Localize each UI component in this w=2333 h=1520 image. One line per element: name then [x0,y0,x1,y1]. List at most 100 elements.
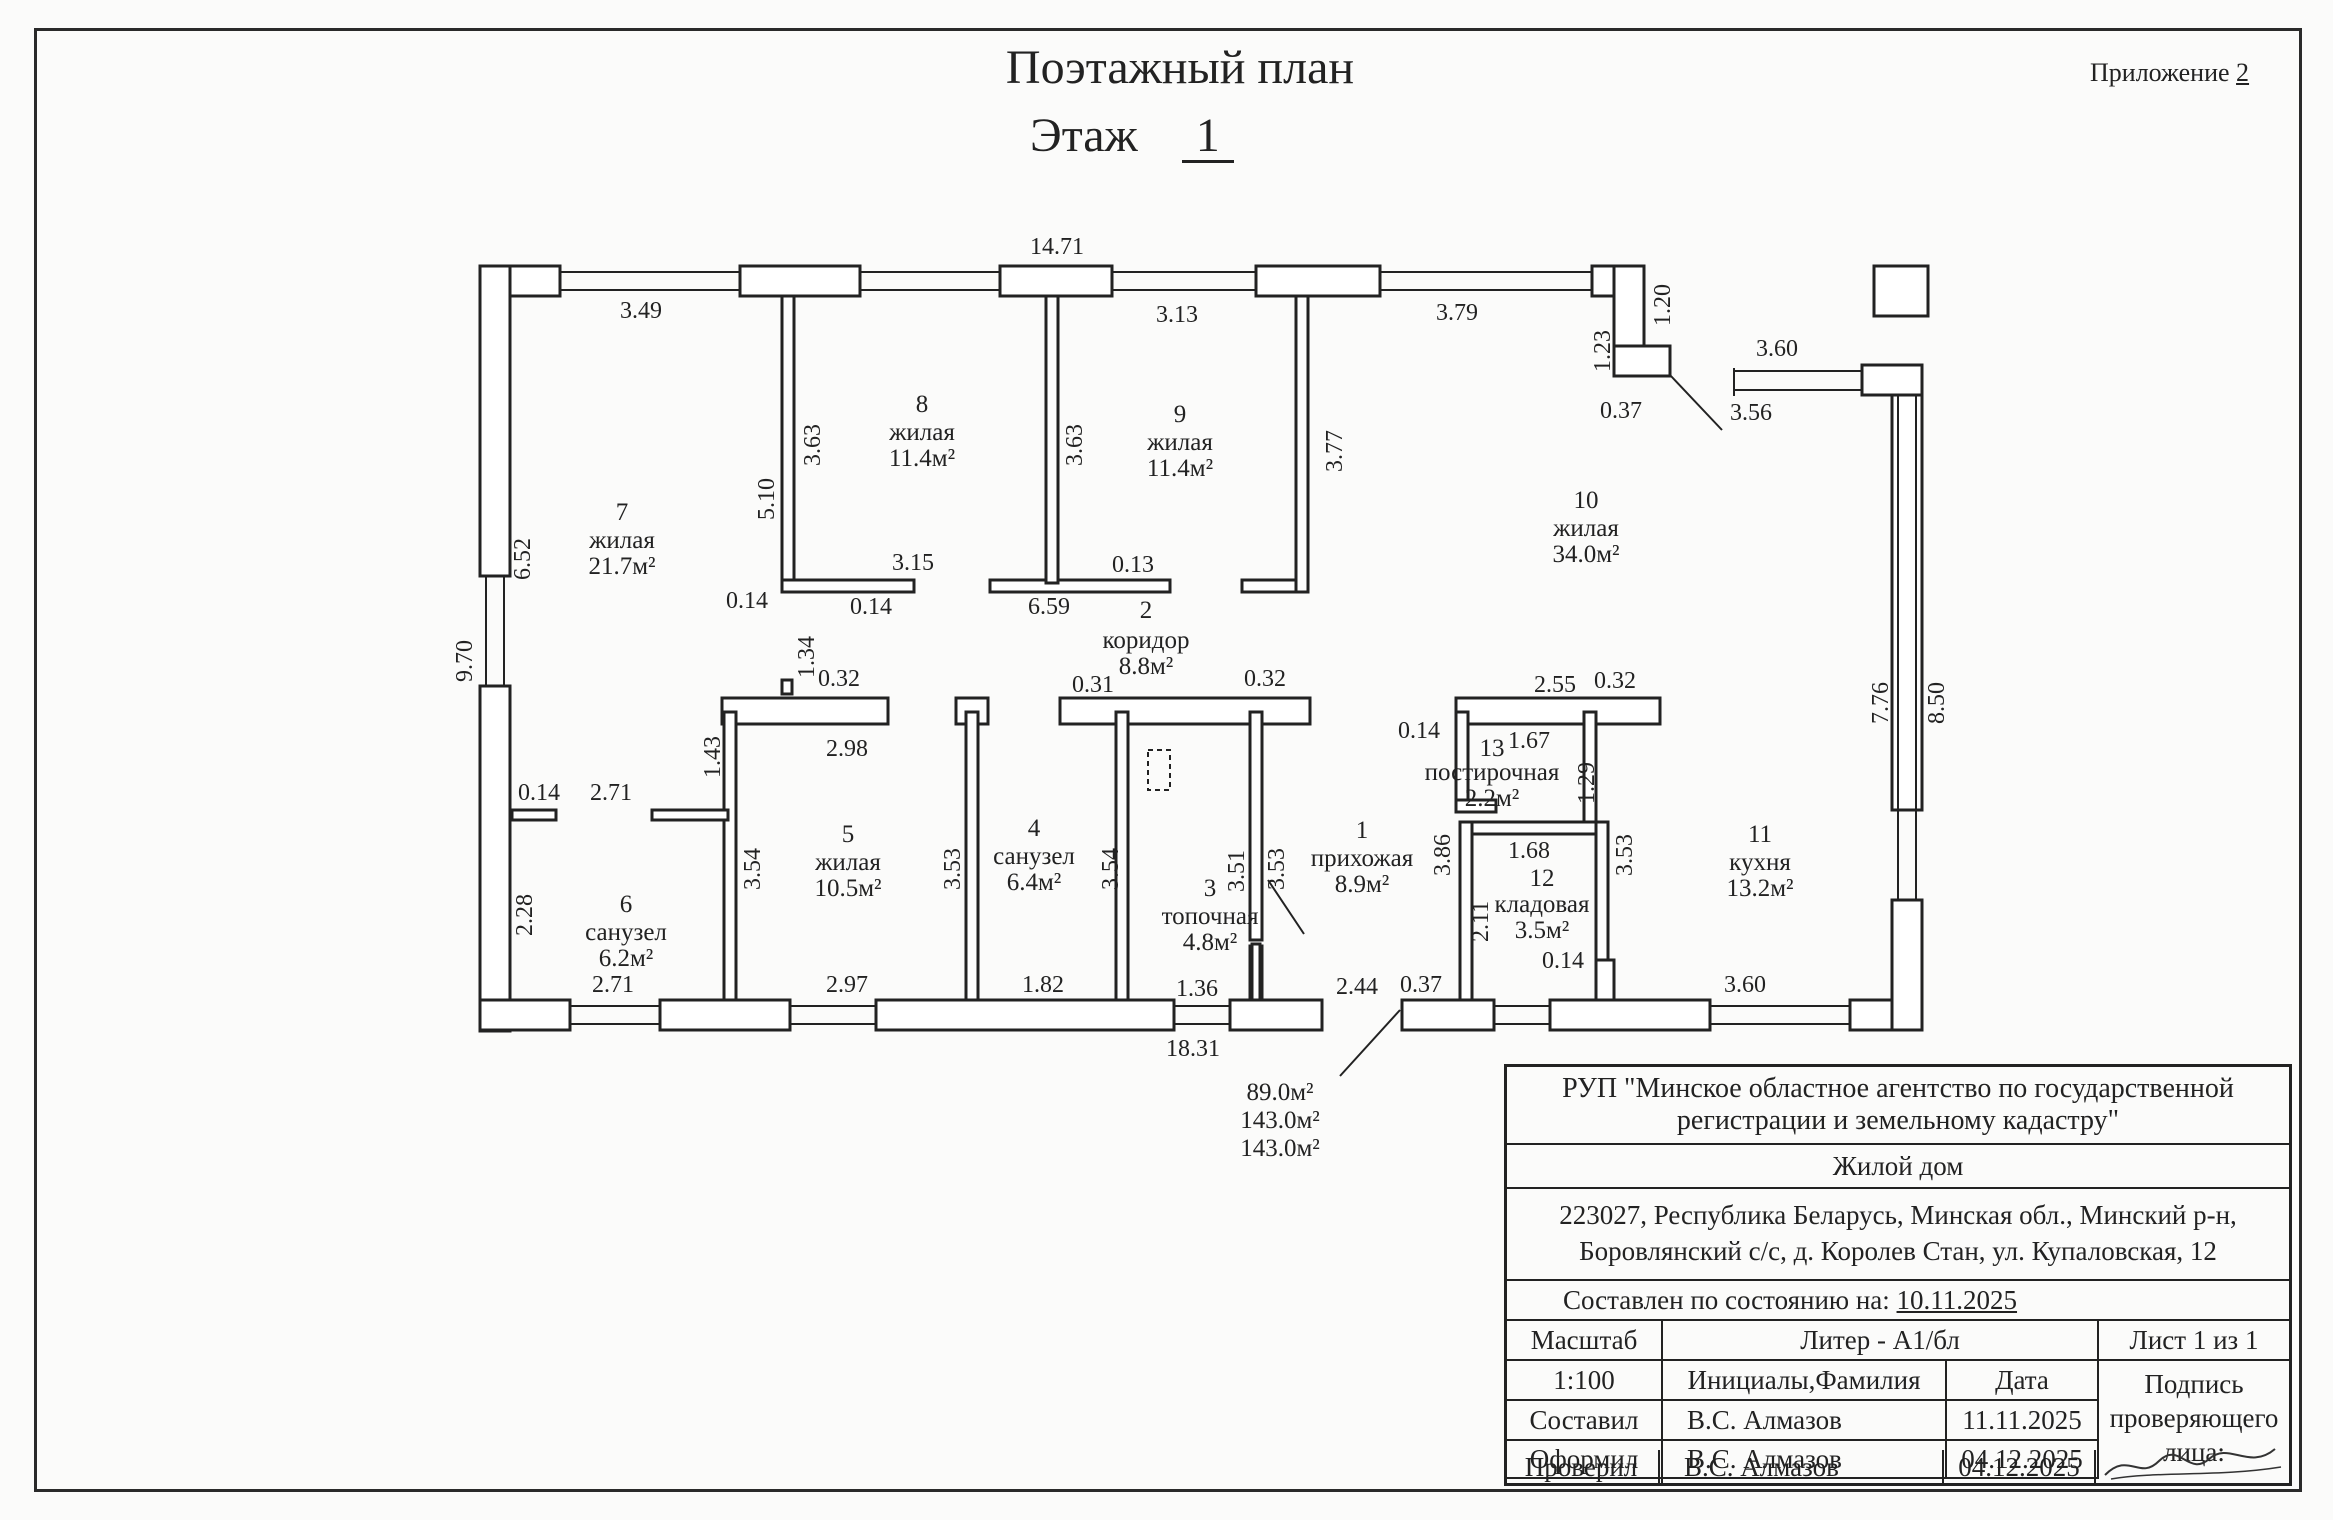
tb-address-line1: 223027, Республика Беларусь, Минская обл… [1559,1200,2237,1230]
tb-name: В.С. Алмазов [1663,1441,1947,1479]
wall [998,264,1114,298]
tb-date: 04.12.2025 [1944,1450,2096,1486]
wall [1890,363,1924,812]
room-number: 8 [916,391,929,418]
tb-organization: РУП "Минское областное агентство по госу… [1507,1067,2289,1145]
room-name: прихожая [1311,845,1414,872]
wall [780,678,794,696]
wall [1044,294,1060,585]
dim-label: 1.29 [1574,762,1600,804]
room-area: 11.4м² [889,445,955,472]
wall [1454,696,1662,726]
dim-label: 1.36 [1176,976,1218,1002]
dim-label: 2.55 [1534,672,1576,698]
dim-label: 3.56 [1730,400,1772,426]
tb-sheet: Лист 1 из 1 [2099,1321,2289,1361]
tb-address: 223027, Республика Беларусь, Минская обл… [1507,1189,2289,1281]
room-number: 9 [1174,401,1187,428]
tb-liter-value: А1/бл [1892,1325,1960,1355]
floor-line: Этаж 1 [1030,108,1234,163]
room-area: 11.4м² [1147,455,1213,482]
wall [988,578,1172,594]
dim-label: 3.15 [892,550,934,576]
wall [1058,696,1312,726]
tb-scale-label: Масштаб [1507,1321,1663,1361]
leader-line [1339,1009,1401,1077]
tb-role: Составил [1507,1401,1663,1441]
wall [1548,998,1712,1032]
room-name: санузел [585,919,667,946]
wall [1250,942,1262,1002]
room-area: 3.5м² [1515,917,1570,944]
dim-label: 7.76 [1868,682,1894,724]
tb-name: В.С. Алмазов [1660,1450,1944,1486]
tb-date: 04.12.2025 [1947,1441,2099,1479]
floor-label: Этаж [1030,109,1138,162]
area-total-3: 143.0м² [1240,1135,1320,1162]
dim-label: 3.77 [1322,430,1348,472]
dim-label: 6.59 [1028,594,1070,620]
tb-signature-label: Подпись проверяющего лица: [2109,1369,2279,1467]
dim-label: 1.68 [1508,838,1550,864]
room-number: 5 [842,821,855,848]
room-name: коридор [1103,627,1190,654]
room-name: жилая [1552,515,1619,542]
dim-label: 3.60 [1756,336,1798,362]
room-area: 6.2м² [599,945,654,972]
dim-label: 3.60 [1724,972,1766,998]
tb-last-row: Проверил В.С. Алмазов 04.12.2025 [1504,1450,2292,1486]
wall [1400,998,1496,1032]
title-block: РУП "Минское областное агентство по госу… [1504,1064,2292,1486]
dim-label: 3.79 [1436,300,1478,326]
tb-state: Составлен по состоянию на: 10.11.2025 [1507,1281,2289,1321]
appendix-number: 2 [2236,58,2250,87]
area-total-1: 89.0м² [1246,1079,1313,1106]
wall [1612,344,1672,378]
wall [1860,363,1924,397]
room-number: 6 [620,891,633,918]
dim-label: 1.43 [700,736,726,778]
dim-label: 6.52 [510,538,536,580]
dim-label: 0.14 [518,780,560,806]
dim-label: 3.53 [940,848,966,890]
dim-label: 8.50 [1924,682,1950,724]
dim-label: 0.14 [850,594,892,620]
room-number: 4 [1028,815,1041,842]
room-area: 34.0м² [1552,541,1619,568]
windows [485,271,1917,1077]
floor-number: 1 [1181,112,1234,163]
page-frame [34,28,2302,1492]
tb-role: Проверил [1504,1450,1660,1486]
room-area: 8.8м² [1119,653,1174,680]
area-totals: 89.0м² 143.0м² 143.0м² [1240,1079,1320,1162]
wall [478,998,572,1032]
room-name: жилая [588,527,655,554]
wall [650,808,730,822]
room-name: топочная [1162,903,1259,930]
room-area: 10.5м² [814,875,881,902]
dim-label: 2.71 [590,780,632,806]
wall [1594,958,1616,1002]
wall [1890,898,1924,1032]
dim-label: 0.31 [1072,672,1114,698]
room-labels: 8 жилая 11.4м² 9 жилая 11.4м² 7 жилая 21… [585,391,1793,972]
wall [1228,998,1324,1032]
room-number: 12 [1530,865,1555,892]
wall [722,710,738,1002]
room-area: 6.4м² [1007,869,1062,896]
wall [478,264,512,578]
room-area: 13.2м² [1726,875,1793,902]
tb-liter: Литер - А1/бл [1663,1321,2099,1361]
wall [874,998,1176,1032]
tb-initials-label: Инициалы,Фамилия [1663,1361,1947,1401]
area-total-2: 143.0м² [1240,1107,1320,1134]
dim-label: 2.97 [826,972,868,998]
tb-date-label: Дата [1947,1361,2099,1401]
dim-label: 3.54 [740,848,766,890]
signature-scribble [2104,1448,2282,1480]
wall [1454,798,1498,814]
dim-label: 2.11 [1468,901,1494,942]
room-area: 4.8м² [1183,929,1238,956]
